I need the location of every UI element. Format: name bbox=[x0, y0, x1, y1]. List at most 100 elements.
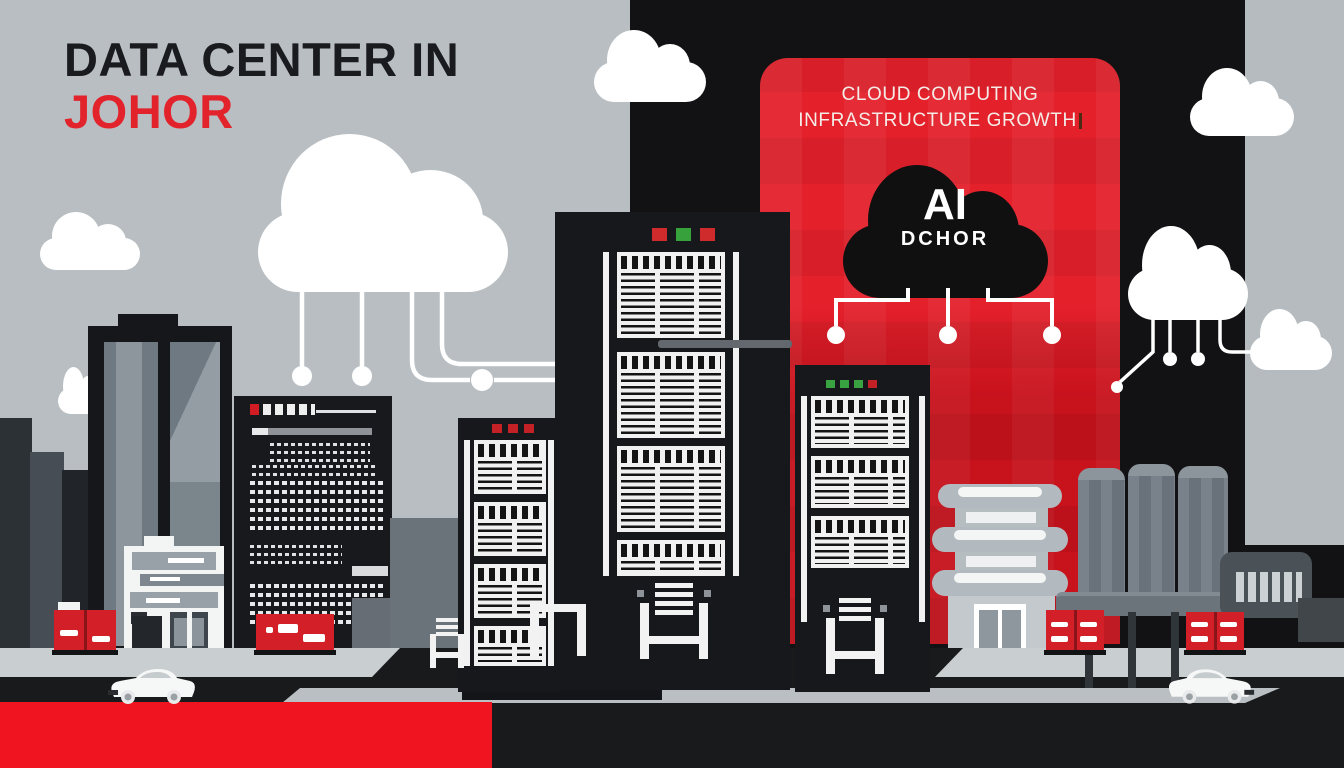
panel-heading: CLOUD COMPUTING INFRASTRUCTURE GROWTH bbox=[760, 82, 1120, 133]
server-rack bbox=[617, 252, 725, 338]
ai-cloud-label: AI bbox=[923, 180, 967, 229]
curb-apron bbox=[282, 688, 1280, 703]
stand-post bbox=[429, 634, 436, 668]
silo-leg bbox=[1128, 612, 1136, 688]
kiosk-base bbox=[1044, 650, 1106, 655]
car-left bbox=[108, 669, 195, 704]
panel-heading-line1: CLOUD COMPUTING bbox=[841, 84, 1039, 105]
ground-red-block bbox=[0, 702, 492, 768]
ai-cloud-sublabel: DCHOR bbox=[900, 228, 990, 250]
window-highlight bbox=[168, 558, 204, 563]
white-building-garage bbox=[132, 616, 162, 652]
server-rack bbox=[811, 456, 909, 508]
silo-leg bbox=[1171, 612, 1179, 688]
rack-line-rows bbox=[621, 273, 721, 334]
rack-stand bbox=[528, 604, 588, 656]
background-building bbox=[0, 418, 32, 652]
stand-bars bbox=[655, 583, 693, 619]
billboard-progress-cap bbox=[252, 428, 268, 435]
rack-shelf bbox=[658, 340, 792, 348]
network-lines-ai bbox=[827, 288, 1061, 344]
sidewalk-right bbox=[935, 648, 1344, 677]
rack-slot-row bbox=[621, 544, 721, 557]
stand-bars bbox=[435, 618, 459, 639]
ledge-highlight bbox=[957, 487, 1043, 497]
rack-rail bbox=[733, 252, 739, 576]
rack-rail bbox=[801, 396, 807, 622]
status-light-green bbox=[854, 380, 863, 388]
rack-rail bbox=[464, 440, 470, 666]
status-light-red bbox=[868, 380, 877, 388]
stand-post bbox=[825, 618, 835, 674]
stand-post bbox=[699, 603, 709, 659]
entry-mat bbox=[462, 690, 662, 700]
skyscraper-glass-shade bbox=[170, 342, 220, 482]
rack-slot-row bbox=[621, 256, 721, 269]
network-lines-left bbox=[292, 284, 562, 391]
rack-line-rows bbox=[621, 373, 721, 434]
window-highlight bbox=[146, 598, 180, 603]
stand-bolt bbox=[704, 590, 712, 597]
kiosk-slot bbox=[92, 636, 110, 642]
kiosk-slot bbox=[266, 627, 273, 633]
tiered-building-ledge bbox=[932, 570, 1068, 596]
stand-crossbar bbox=[640, 635, 708, 644]
stand-post bbox=[530, 604, 540, 656]
skyscraper-roof-cap bbox=[118, 314, 178, 328]
rack-line-rows bbox=[478, 523, 542, 552]
rack-line-rows bbox=[815, 477, 905, 504]
cloud-icon bbox=[1250, 308, 1332, 370]
stand-bolt bbox=[823, 605, 831, 612]
ai-cloud-icon bbox=[843, 164, 1048, 298]
kiosk-slot bbox=[1080, 622, 1097, 627]
page-title: DATA CENTER IN JOHOR bbox=[64, 34, 459, 137]
cloud-icon bbox=[1190, 67, 1294, 136]
kiosk-slot bbox=[1051, 622, 1068, 627]
kiosk-cap bbox=[58, 602, 80, 611]
status-light-red bbox=[492, 424, 502, 433]
rack-line-rows bbox=[621, 467, 721, 528]
ledge-highlight bbox=[953, 573, 1047, 583]
kiosk-slot bbox=[1191, 622, 1208, 627]
server-rack bbox=[474, 440, 546, 494]
cloud-icon bbox=[594, 30, 706, 102]
stand-post bbox=[458, 634, 465, 668]
kiosk-slot bbox=[1191, 636, 1208, 642]
door-pane bbox=[979, 610, 998, 652]
tiered-building-ledge bbox=[938, 484, 1062, 508]
rack-slot-row bbox=[621, 450, 721, 463]
billboard-rule bbox=[316, 410, 376, 413]
ledge-highlight bbox=[953, 530, 1047, 540]
silo-tank bbox=[1078, 468, 1125, 598]
billboard-microtext bbox=[252, 464, 376, 476]
door-pane bbox=[1002, 610, 1021, 652]
cloud-network-icon bbox=[258, 134, 508, 292]
kiosk-red bbox=[54, 610, 116, 652]
stand-bars bbox=[839, 598, 871, 625]
server-rack bbox=[811, 396, 909, 448]
rack-line-rows bbox=[815, 537, 905, 564]
status-light-green bbox=[840, 380, 849, 388]
billboard-progress-bar bbox=[252, 428, 372, 435]
panel-heading-line2: INFRASTRUCTURE GROWTH bbox=[798, 109, 1077, 131]
kiosk-slot bbox=[1220, 622, 1237, 627]
cloud-icon bbox=[40, 212, 140, 270]
stand-bolt bbox=[879, 605, 887, 612]
status-light-green bbox=[826, 380, 835, 388]
billboard-logo bbox=[250, 404, 259, 415]
rack-slot-row bbox=[478, 630, 542, 643]
stand-crossbar bbox=[430, 652, 464, 658]
status-light-green bbox=[676, 228, 691, 241]
white-building-vent bbox=[144, 536, 174, 546]
vent-slots bbox=[1236, 572, 1302, 602]
rack-rail bbox=[603, 252, 609, 576]
rack-slot-row bbox=[815, 400, 905, 413]
billboard-microtext bbox=[270, 440, 370, 462]
stand-post bbox=[639, 603, 649, 659]
server-rack bbox=[617, 446, 725, 532]
server-rack bbox=[617, 352, 725, 438]
kiosk-red bbox=[1046, 610, 1104, 652]
kiosk-base bbox=[1184, 650, 1246, 655]
window-highlight bbox=[150, 577, 180, 581]
